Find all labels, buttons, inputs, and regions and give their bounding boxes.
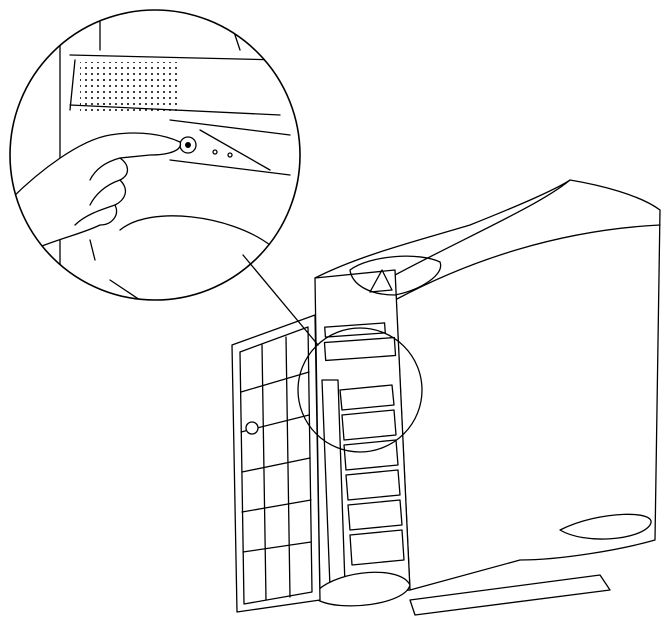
- drive-bays: [339, 384, 405, 566]
- drive-bay-slot: [324, 322, 386, 338]
- front-door: [231, 314, 321, 613]
- tower-side-panel: [394, 179, 661, 591]
- callout-circle-small: [297, 327, 423, 453]
- vent-grille: [80, 62, 180, 112]
- logo-icon: [369, 269, 393, 293]
- tower-top-curve: [314, 179, 571, 279]
- callout-leader-line: [242, 254, 319, 346]
- foot-base: [409, 574, 611, 616]
- tower-top-edge: [394, 224, 661, 301]
- magnified-callout: [9, 9, 301, 301]
- callout-circle-large: [9, 9, 301, 301]
- cd-drive-bay: [323, 336, 397, 362]
- top-logo-recess: [349, 255, 442, 296]
- door-lock-icon: [245, 421, 259, 435]
- foot-front: [317, 571, 411, 607]
- server-tower: [314, 179, 661, 616]
- foot-rear: [559, 513, 652, 540]
